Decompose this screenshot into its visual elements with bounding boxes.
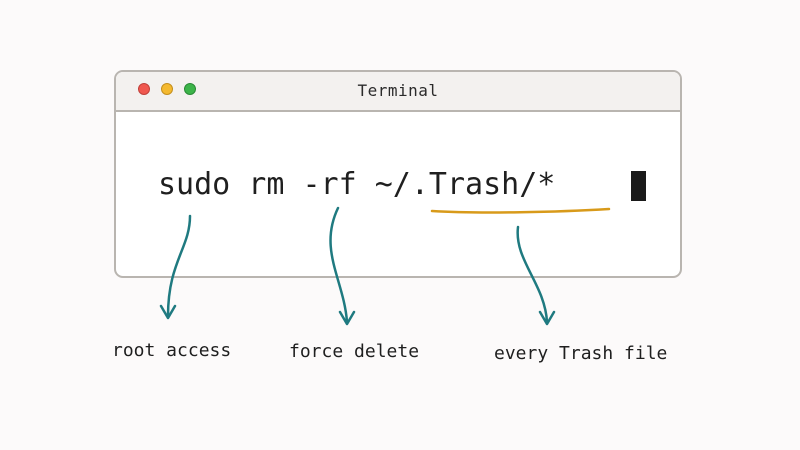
root-access-label: root access xyxy=(112,340,232,361)
minimize-button[interactable] xyxy=(161,83,173,95)
trash-path-underline xyxy=(430,207,611,214)
root-access-arrow xyxy=(159,214,192,320)
force-delete-arrow xyxy=(329,206,356,326)
window-title: Terminal xyxy=(357,81,439,100)
force-delete-label: force delete xyxy=(289,341,420,362)
every-trash-file-label: every Trash file xyxy=(494,343,668,364)
command-text[interactable]: sudo rm -rf ~/.Trash/* xyxy=(158,167,556,202)
text-cursor xyxy=(631,171,646,201)
close-button[interactable] xyxy=(138,83,150,95)
zoom-button[interactable] xyxy=(184,83,196,95)
title-bar: Terminal xyxy=(116,72,680,112)
every-trash-file-arrow xyxy=(516,225,556,326)
terminal-window: Terminal sudo rm -rf ~/.Trash/* xyxy=(114,70,682,278)
